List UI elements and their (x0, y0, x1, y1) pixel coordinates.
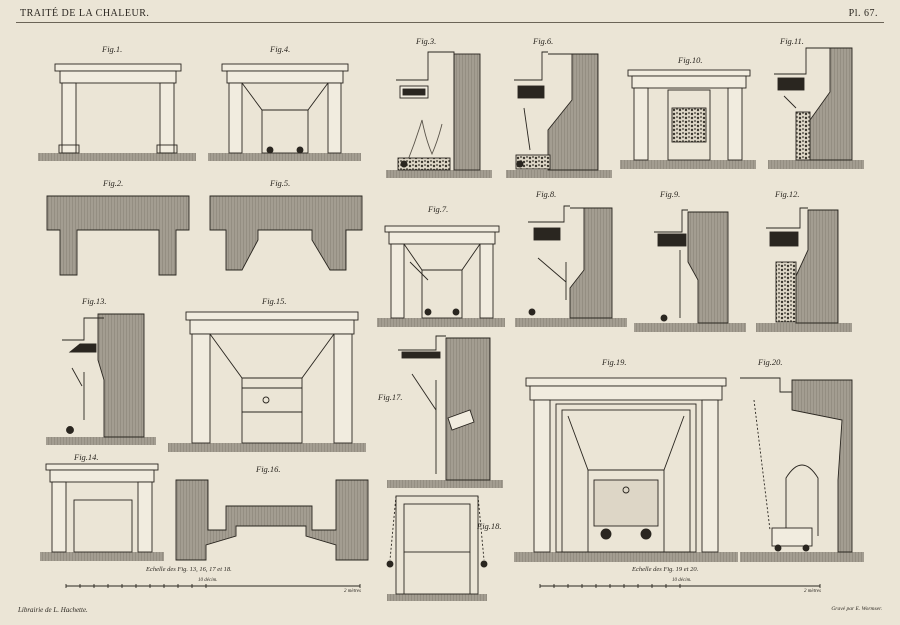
publisher-credit: Librairie de L. Hachette. (18, 606, 88, 614)
fig15-label: Fig.15. (262, 296, 287, 306)
fig2-label: Fig.2. (103, 178, 124, 188)
fig1-label: Fig.1. (102, 44, 123, 54)
fig5-drawing (209, 195, 363, 271)
fig10-label: Fig.10. (678, 55, 703, 65)
scale-left-unit-large: 2 mètres (344, 589, 361, 594)
fig4-label: Fig.4. (270, 44, 291, 54)
scale-bar-left (65, 584, 361, 588)
fig3-label: Fig.3. (416, 36, 437, 46)
fig18-drawing (386, 495, 488, 601)
fig7-label: Fig.7. (428, 204, 449, 214)
fig12-label: Fig.12. (775, 189, 800, 199)
fig11-label: Fig.11. (780, 36, 804, 46)
scale-left-caption: Echelle des Fig. 13, 16, 17 et 18. (146, 566, 232, 573)
plate-number: Pl. 67. (848, 8, 878, 19)
fig19-drawing (514, 377, 738, 562)
fig9-label: Fig.9. (660, 189, 681, 199)
fig12-drawing (756, 207, 852, 332)
fig20-label: Fig.20. (758, 357, 783, 367)
fig6-drawing (506, 51, 612, 178)
fig2-drawing (46, 195, 190, 276)
fig17-drawing (387, 335, 503, 488)
fig8-label: Fig.8. (536, 189, 557, 199)
fig15-drawing (168, 311, 366, 452)
scale-left-unit-small: 10 décim. (198, 578, 218, 583)
scale-right-caption: Echelle des Fig. 19 et 20. (632, 566, 699, 573)
fig8-drawing (515, 205, 627, 327)
fig4-drawing (208, 63, 361, 161)
plate-title: TRAITÉ DE LA CHALEUR. (20, 8, 150, 19)
fig20-drawing (740, 377, 864, 562)
engraver-credit: Gravé par E. Wormser. (831, 606, 882, 612)
fig14-label: Fig.14. (74, 452, 99, 462)
fig3-drawing (386, 51, 492, 178)
fig17-label: Fig.17. (378, 392, 403, 402)
fig6-label: Fig.6. (533, 36, 554, 46)
fig11-drawing (768, 47, 864, 169)
fig19-label: Fig.19. (602, 357, 627, 367)
fig14-drawing (40, 463, 164, 561)
scale-right-unit-large: 2 mètres (804, 589, 821, 594)
fig16-label: Fig.16. (256, 464, 281, 474)
fig5-label: Fig.5. (270, 178, 291, 188)
fig1-drawing (38, 63, 196, 161)
header-rule (16, 22, 884, 23)
scale-bar-right (539, 584, 821, 588)
fig16-drawing (175, 479, 369, 561)
fig7-drawing (377, 225, 505, 327)
fig10-drawing (620, 69, 756, 169)
fig13-drawing (46, 313, 156, 445)
fig9-drawing (634, 209, 746, 332)
scale-right-unit-small: 10 décim. (672, 578, 692, 583)
fig13-label: Fig.13. (82, 296, 107, 306)
fig18-label: Fig.18. (477, 521, 502, 531)
